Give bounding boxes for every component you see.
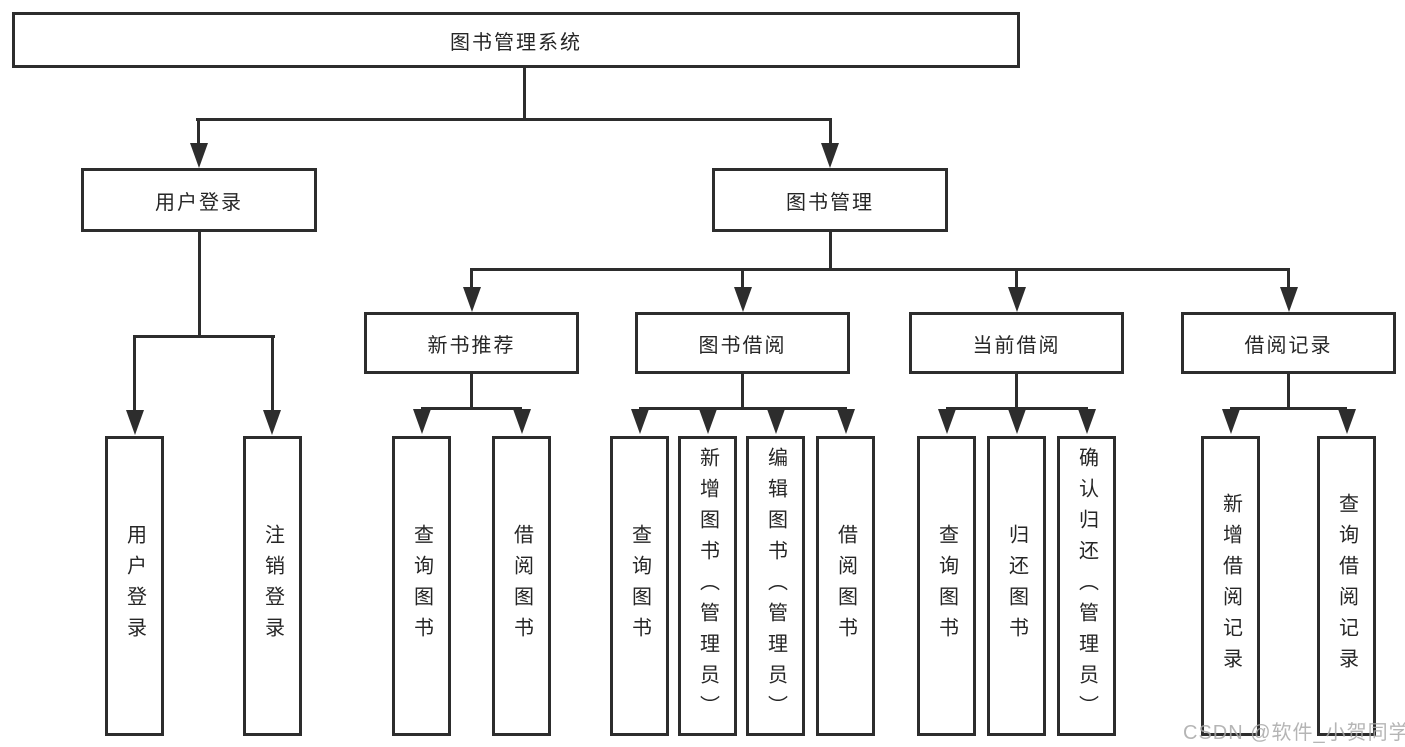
node-new-book-recommend-label: 新书推荐	[427, 334, 516, 357]
arrowhead-to-leaf	[1222, 409, 1240, 434]
connector-book-mgmt-drop	[829, 232, 832, 268]
arrowhead-to-leaf	[631, 409, 649, 434]
arrowhead-to-leaf	[837, 409, 855, 434]
arrowhead-to-current-borrow	[1008, 287, 1026, 312]
connector-new-book-rail	[421, 407, 522, 410]
connector-current-borrow-drop	[1015, 374, 1018, 407]
arrowhead-to-leaf	[1078, 409, 1096, 434]
leaf-return-book: 归还图书	[987, 436, 1046, 736]
leaf-edit-book-admin-label: 编辑图书（管理员）	[764, 446, 787, 726]
node-current-borrow-label: 当前借阅	[972, 334, 1061, 357]
connector-leaf-shaft	[470, 268, 473, 290]
connector-leaf-shaft	[271, 335, 274, 410]
node-book-borrow-label: 图书借阅	[698, 334, 787, 357]
connector-root-drop	[523, 68, 526, 118]
leaf-query-books-recommend-label: 查询图书	[410, 524, 433, 648]
arrowhead-to-leaf-user-login	[126, 410, 144, 435]
leaf-borrow-books: 借阅图书	[816, 436, 875, 736]
node-book-borrow: 图书借阅	[635, 312, 850, 374]
leaf-user-login-label: 用户登录	[123, 524, 146, 648]
arrowhead-to-leaf	[1008, 409, 1026, 434]
connector-new-book-drop	[470, 374, 473, 407]
leaf-query-books-current-label: 查询图书	[935, 524, 958, 648]
arrowhead-to-leaf	[938, 409, 956, 434]
node-user-login-label: 用户登录	[155, 191, 243, 214]
leaf-add-book-admin: 新增图书（管理员）	[678, 436, 737, 736]
connector-leaf-shaft	[133, 335, 136, 410]
leaf-borrow-books-recommend-label: 借阅图书	[510, 524, 533, 648]
arrowhead-to-leaf-logout	[263, 410, 281, 435]
node-new-book-recommend: 新书推荐	[364, 312, 579, 374]
node-root-system: 图书管理系统	[12, 12, 1020, 68]
leaf-user-login: 用户登录	[105, 436, 164, 736]
connector-user-login-drop	[198, 232, 201, 335]
arrowhead-to-book-mgmt	[821, 143, 839, 168]
leaf-borrow-books-label: 借阅图书	[834, 524, 857, 648]
node-borrow-records-label: 借阅记录	[1244, 334, 1333, 357]
arrowhead-to-leaf	[413, 409, 431, 434]
leaf-borrow-books-recommend: 借阅图书	[492, 436, 551, 736]
connector-borrow-records-rail	[1230, 407, 1347, 410]
connector-user-login-rail	[133, 335, 275, 338]
node-book-management-label: 图书管理	[786, 191, 874, 214]
leaf-add-borrow-record: 新增借阅记录	[1201, 436, 1260, 736]
connector-book-borrow-drop	[741, 374, 744, 407]
arrowhead-to-new-book-recommend	[463, 287, 481, 312]
leaf-query-books-borrow: 查询图书	[610, 436, 669, 736]
leaf-edit-book-admin: 编辑图书（管理员）	[746, 436, 805, 736]
connector-book-mgmt-shaft	[829, 118, 832, 148]
leaf-logout-label: 注销登录	[261, 524, 284, 648]
arrowhead-to-leaf	[767, 409, 785, 434]
arrowhead-to-book-borrow	[734, 287, 752, 312]
node-borrow-records: 借阅记录	[1181, 312, 1396, 374]
connector-user-login-shaft	[197, 118, 200, 148]
leaf-add-book-admin-label: 新增图书（管理员）	[696, 446, 719, 726]
connector-current-borrow-rail	[946, 407, 1088, 410]
leaf-query-books-borrow-label: 查询图书	[628, 524, 651, 648]
connector-leaf-shaft	[741, 268, 744, 290]
node-root-label: 图书管理系统	[450, 31, 582, 54]
node-current-borrow: 当前借阅	[909, 312, 1124, 374]
leaf-logout: 注销登录	[243, 436, 302, 736]
leaf-return-book-label: 归还图书	[1005, 524, 1028, 648]
leaf-confirm-return-admin: 确认归还（管理员）	[1057, 436, 1116, 736]
watermark: CSDN @软件_小贺同学	[1183, 722, 1405, 744]
arrowhead-to-leaf	[699, 409, 717, 434]
connector-level3-rail	[470, 268, 1290, 271]
node-book-management: 图书管理	[712, 168, 948, 232]
arrowhead-to-user-login	[190, 143, 208, 168]
leaf-query-borrow-record-label: 查询借阅记录	[1335, 493, 1358, 679]
leaf-query-borrow-record: 查询借阅记录	[1317, 436, 1376, 736]
leaf-add-borrow-record-label: 新增借阅记录	[1219, 493, 1242, 679]
connector-book-borrow-rail	[639, 407, 847, 410]
leaf-confirm-return-admin-label: 确认归还（管理员）	[1075, 446, 1098, 726]
leaf-query-books-current: 查询图书	[917, 436, 976, 736]
connector-level1-rail	[196, 118, 832, 121]
connector-borrow-records-drop	[1287, 374, 1290, 407]
leaf-query-books-recommend: 查询图书	[392, 436, 451, 736]
arrowhead-to-borrow-records	[1280, 287, 1298, 312]
node-user-login: 用户登录	[81, 168, 317, 232]
connector-leaf-shaft	[1287, 268, 1290, 290]
connector-leaf-shaft	[1015, 268, 1018, 290]
arrowhead-to-leaf	[1338, 409, 1356, 434]
arrowhead-to-leaf	[513, 409, 531, 434]
